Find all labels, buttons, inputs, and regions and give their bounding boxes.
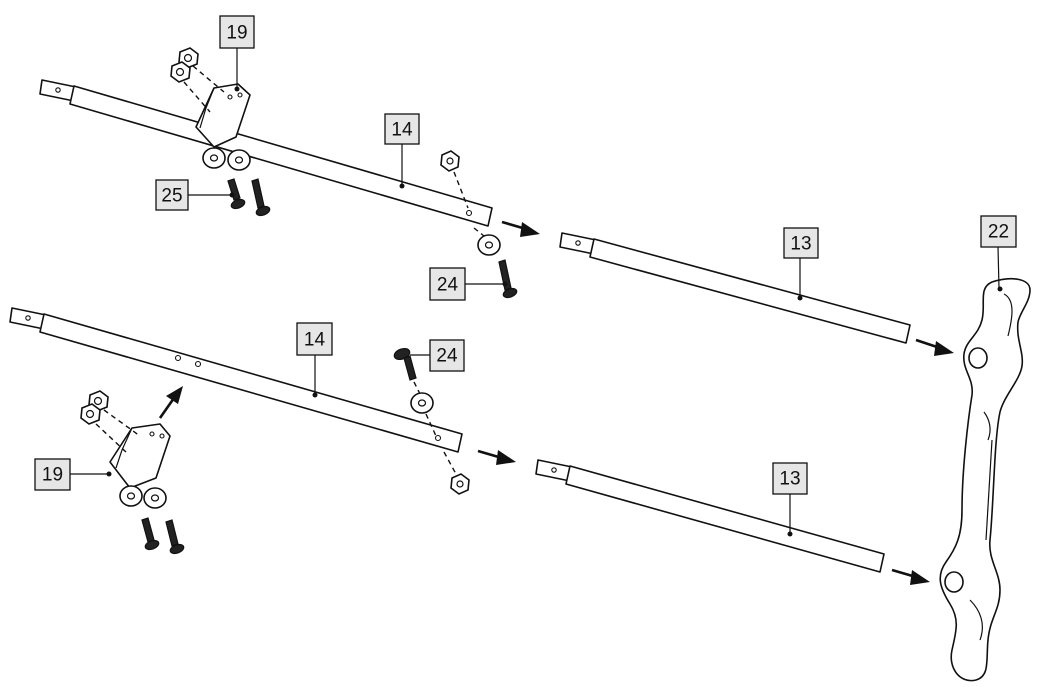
lower-washer-1 xyxy=(119,485,143,507)
lower-right-nut-guide xyxy=(443,451,457,475)
callout-upper-bracket: 19 xyxy=(219,15,255,49)
lower-right-washer-guide xyxy=(425,413,437,437)
callout-label: 25 xyxy=(161,186,182,207)
lower-right-bolt xyxy=(393,347,417,381)
callout-lower-tube-14: 14 xyxy=(296,322,333,356)
callout-lower-bolt-24: 24 xyxy=(429,339,465,372)
lower-arrow-2 xyxy=(891,568,930,585)
upper-nut-guide-1 xyxy=(192,65,225,93)
callout-upper-bolt-24: 24 xyxy=(429,267,466,301)
callout-label: 19 xyxy=(42,465,63,486)
lower-nut-2 xyxy=(80,403,101,425)
callout-upper-tube-14: 14 xyxy=(384,113,420,145)
callout-lower-bracket-19: 19 xyxy=(34,458,71,491)
callout-label: 13 xyxy=(779,469,800,490)
callout-label: 14 xyxy=(304,330,326,351)
lower-arrow-1 xyxy=(477,449,516,465)
lower-up-arrow xyxy=(158,386,183,419)
callout-side-plate-22: 22 xyxy=(980,215,1017,248)
upper-right-washer-guide xyxy=(473,227,485,237)
upper-right-washer xyxy=(477,234,501,256)
lower-tube-14 xyxy=(9,307,463,453)
lower-bolt-1 xyxy=(141,517,160,551)
upper-bracket-19 xyxy=(195,83,251,148)
callout-label: 19 xyxy=(226,23,247,44)
upper-washer-2 xyxy=(227,149,251,171)
lower-nut-guide-1 xyxy=(103,409,141,437)
callout-label: 13 xyxy=(790,234,811,255)
upper-nut-guide-2 xyxy=(183,81,211,113)
upper-right-nut-guide xyxy=(453,171,469,209)
callout-label: 14 xyxy=(391,120,413,141)
lower-bracket-19 xyxy=(109,423,171,489)
callout-label: 24 xyxy=(436,346,458,367)
upper-right-nut xyxy=(440,150,460,172)
callout-label: 22 xyxy=(988,222,1009,243)
upper-bolt-2 xyxy=(251,178,271,217)
lower-right-washer xyxy=(410,392,434,414)
lower-nut-guide-2 xyxy=(95,423,127,453)
lower-bolt-2 xyxy=(165,519,185,555)
upper-arrow-1 xyxy=(501,220,540,237)
side-plate-22 xyxy=(939,277,1031,682)
upper-tube-13 xyxy=(559,232,911,344)
callout-label: 24 xyxy=(437,275,459,296)
lower-right-bolt-guide xyxy=(413,381,421,395)
upper-arrow-2 xyxy=(915,338,954,356)
lower-washer-2 xyxy=(143,487,167,509)
upper-right-bolt xyxy=(498,259,518,299)
leaders xyxy=(70,48,1000,537)
callout-bolt-25: 25 xyxy=(155,179,189,211)
upper-nut-2 xyxy=(170,61,191,83)
lower-right-nut xyxy=(450,473,470,495)
upper-washer-1 xyxy=(202,147,226,169)
upper-tube-14 xyxy=(39,79,493,227)
callout-upper-tube-13: 13 xyxy=(783,227,819,259)
callout-lower-tube-13: 13 xyxy=(772,462,808,495)
lower-tube-13 xyxy=(535,459,885,573)
